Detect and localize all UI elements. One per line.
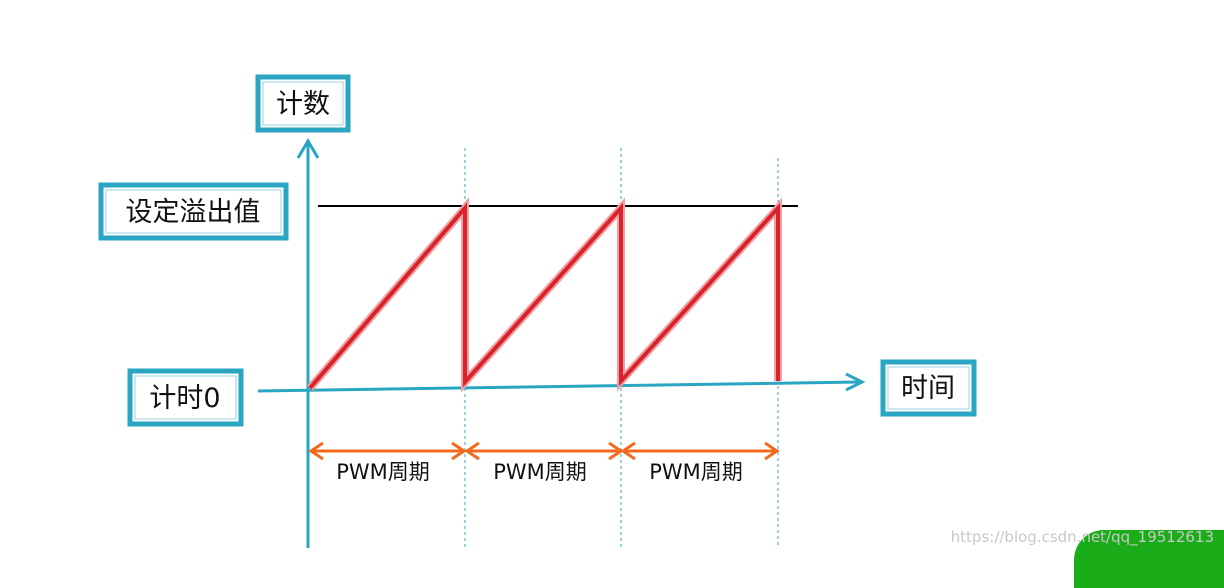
x-axis-arrowhead bbox=[845, 372, 866, 392]
x-axis bbox=[257, 380, 861, 393]
period-arrow-2 bbox=[464, 441, 624, 461]
zero-label-box: 计时0 bbox=[127, 368, 244, 427]
sawtooth-waveform bbox=[308, 202, 780, 390]
period-label-3: PWM周期 bbox=[649, 460, 743, 484]
overflow-label-box: 设定溢出值 bbox=[98, 182, 289, 241]
zero-label: 计时0 bbox=[149, 383, 220, 414]
sawtooth-waveform-shadow bbox=[306, 197, 782, 393]
x-axis-label-box: 时间 bbox=[880, 359, 977, 417]
period-label-1: PWM周期 bbox=[336, 460, 430, 484]
watermark-url: https://blog.csdn.net/qq_19512613 bbox=[950, 528, 1214, 546]
overflow-label: 设定溢出值 bbox=[126, 197, 261, 228]
pwm-diagram: PWM周期 PWM周期 PWM周期 计数 设定溢出值 计时0 时间 bbox=[98, 74, 977, 548]
period-label-2: PWM周期 bbox=[493, 460, 587, 484]
y-axis-label: 计数 bbox=[276, 89, 330, 120]
period-arrow-3 bbox=[620, 441, 780, 461]
period-arrow-1 bbox=[308, 441, 467, 461]
x-axis-label: 时间 bbox=[901, 373, 955, 404]
y-axis-label-box: 计数 bbox=[255, 74, 351, 133]
y-axis-arrowhead bbox=[296, 138, 320, 159]
